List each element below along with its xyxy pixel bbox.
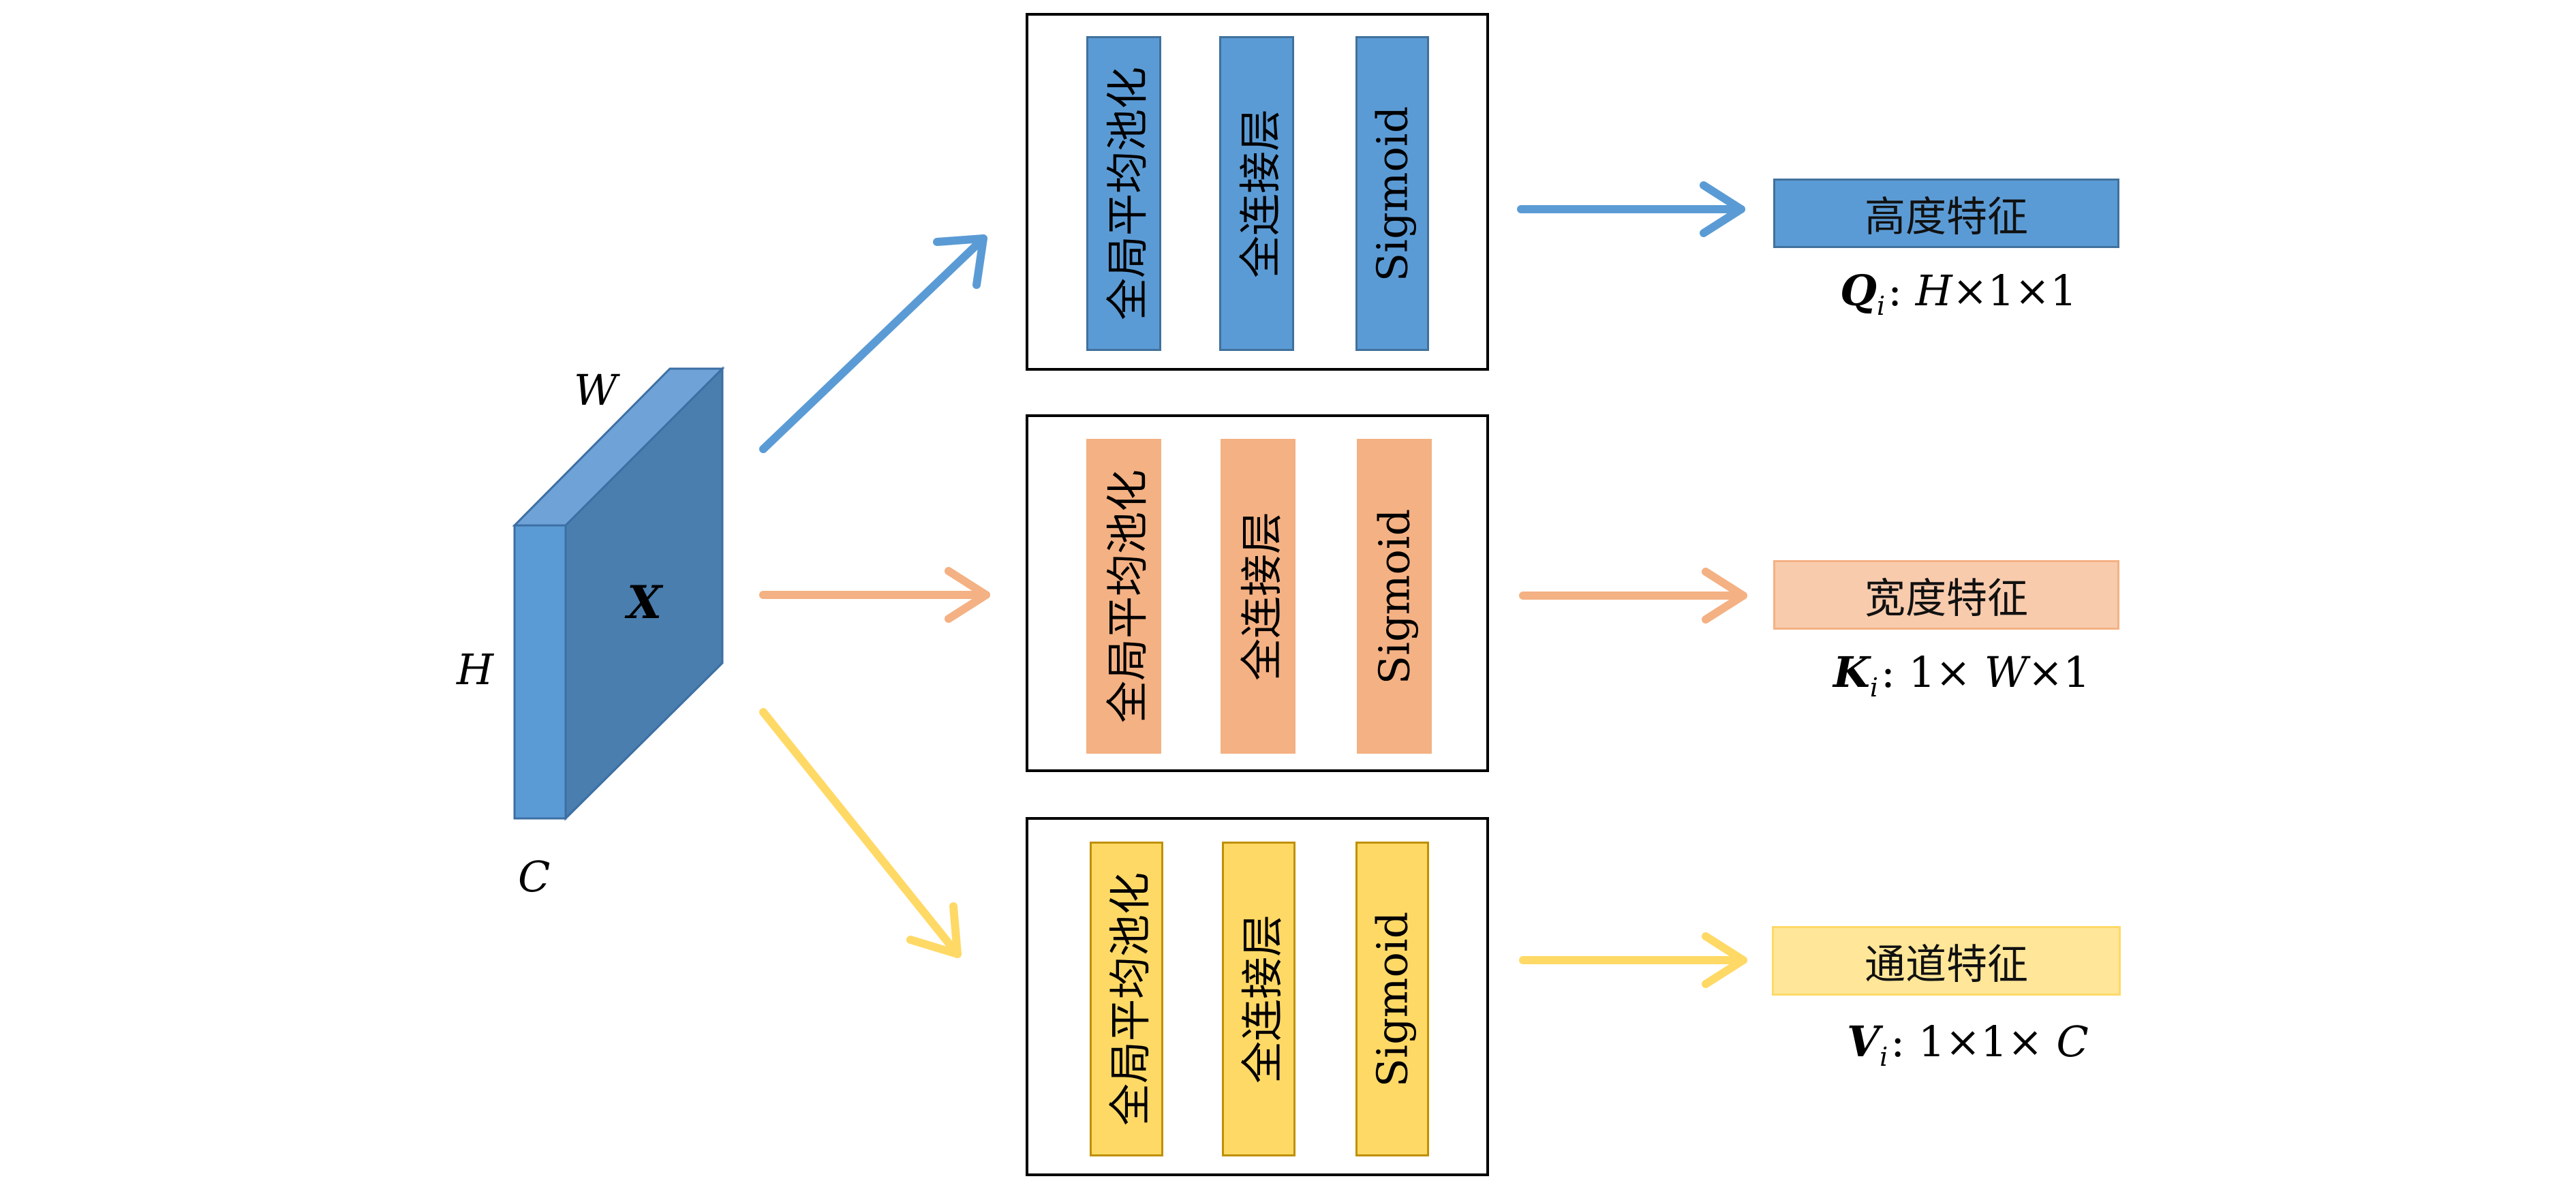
channel-sigmoid-bar: Sigmoid [1355, 842, 1429, 1156]
arrow-to-width-feature [1519, 568, 1747, 624]
output-separator: : [1881, 647, 1895, 697]
width-output-label: Ki: 1× W×1 [1833, 647, 2090, 703]
output-dim-part: H [1915, 266, 1952, 316]
height-fc-label: 全连接层 [1236, 108, 1286, 279]
output-dim-part: C [2056, 1017, 2089, 1066]
axis-label-h: H [457, 645, 494, 694]
width-pooling-label: 全局平均池化 [1103, 469, 1153, 724]
axis-label-w: W [574, 365, 617, 415]
output-separator: : [1888, 266, 1903, 316]
height-fc-bar: 全连接层 [1219, 36, 1294, 351]
arrow-to-channel-feature [1519, 932, 1747, 988]
width-fc-label: 全连接层 [1237, 511, 1287, 681]
height-pooling-bar: 全局平均池化 [1086, 36, 1161, 351]
tensor-label-x: X [627, 576, 662, 629]
height-output-label: Qi: H×1×1 [1840, 266, 2077, 321]
output-subscript: i [1877, 291, 1886, 321]
arrow-to-height-feature [1517, 181, 1745, 237]
output-symbol-k: K [1833, 647, 1870, 697]
output-subscript: i [1869, 673, 1879, 703]
height-sigmoid-label: Sigmoid [1367, 106, 1417, 281]
arrow-to-height-block [759, 234, 987, 453]
width-feature-box: 宽度特征 [1773, 560, 2119, 630]
height-sigmoid-bar: Sigmoid [1355, 36, 1429, 351]
output-dim-part: ×1 [2027, 647, 2090, 697]
output-subscript: i [1880, 1042, 1888, 1072]
channel-branch-block: 全局平均池化 全连接层 Sigmoid [1026, 817, 1489, 1176]
output-symbol-v: V [1847, 1017, 1880, 1066]
axis-label-c: C [518, 852, 551, 902]
output-dim-part: 1×1× [1918, 1017, 2057, 1066]
height-branch-block: 全局平均池化 全连接层 Sigmoid [1026, 13, 1489, 371]
output-dim-part: W [1984, 647, 2028, 697]
channel-fc-label: 全连接层 [1238, 914, 1288, 1084]
width-pooling-bar: 全局平均池化 [1086, 439, 1161, 754]
height-feature-box: 高度特征 [1773, 179, 2119, 248]
output-dim-part: 1× [1908, 647, 1984, 697]
output-dim-part: ×1×1 [1952, 266, 2077, 316]
output-symbol-q: Q [1840, 266, 1877, 316]
height-pooling-label: 全局平均池化 [1103, 66, 1153, 321]
tensor-front-face [513, 524, 567, 820]
channel-fc-bar: 全连接层 [1222, 842, 1295, 1156]
width-sigmoid-bar: Sigmoid [1357, 439, 1432, 754]
width-fc-bar: 全连接层 [1221, 439, 1295, 754]
arrow-to-width-block [759, 567, 990, 623]
channel-output-label: Vi: 1×1× C [1847, 1017, 2089, 1072]
channel-pooling-label: 全局平均池化 [1105, 872, 1156, 1126]
output-separator: : [1890, 1017, 1905, 1066]
width-branch-block: 全局平均池化 全连接层 Sigmoid [1026, 414, 1489, 772]
channel-feature-box: 通道特征 [1772, 926, 2121, 996]
channel-pooling-bar: 全局平均池化 [1090, 842, 1163, 1156]
width-sigmoid-label: Sigmoid [1369, 508, 1420, 684]
arrow-to-channel-block [759, 708, 962, 958]
channel-sigmoid-label: Sigmoid [1367, 911, 1417, 1087]
